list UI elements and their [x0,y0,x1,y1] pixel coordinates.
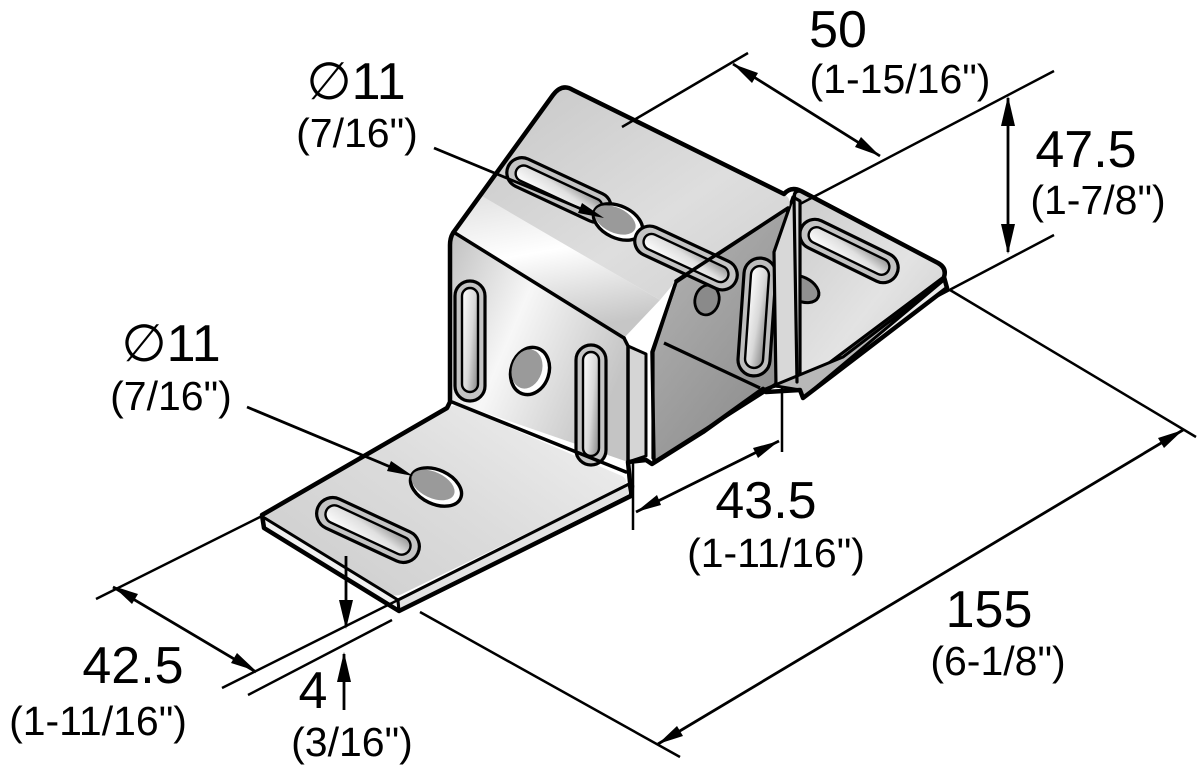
top-slot-right [633,224,739,292]
dimension-height-right: 47.5 (1-7/8") [937,96,1166,298]
dimension-label: ∅11 [306,53,405,111]
dimension-thickness: 4 (3/16") [247,556,413,765]
dimension-label: ∅11 [121,315,220,373]
web-hole [508,345,552,397]
dimension-flange-width-top: 50 (1-15/16") [621,1,1055,206]
dimension-label-imperial: (1-11/16") [9,698,187,744]
dimension-label: 50 [809,1,867,59]
dimension-label-imperial: (3/16") [291,719,413,765]
dimension-label-imperial: (1-7/8") [1030,177,1165,223]
web-slot-right [574,343,608,467]
dimension-overall-length: 155 (6-1/8") [419,288,1197,759]
dimension-label-imperial: (1-15/16") [810,56,991,102]
dimension-channel-width: 43.5 (1-11/16") [631,386,865,576]
dimension-label-imperial: (7/16") [110,373,232,419]
dimension-label: 155 [946,581,1033,639]
dimension-hole-base: ∅11 (7/16") [110,315,413,476]
dimension-label-imperial: (1-11/16") [687,530,865,576]
dimension-label: 4 [299,662,328,720]
dimension-label-imperial: (7/16") [296,110,418,156]
dimension-base-flange-width: 42.5 (1-11/16") [9,514,399,744]
bracket-illustration [259,85,950,614]
web-face [450,232,648,467]
dimension-label: 42.5 [82,637,183,695]
web-top-bend [455,195,660,338]
dimension-label: 43.5 [715,472,816,530]
channel-slot [736,256,778,378]
dimension-label-imperial: (6-1/8") [930,638,1065,684]
dimension-label: 47.5 [1035,121,1136,179]
top-hole [591,202,645,242]
bracket-outline [259,85,950,614]
web-slot-left [453,279,487,403]
dimension-hole-top: ∅11 (7/16") [296,53,604,218]
base-slot [315,495,421,565]
